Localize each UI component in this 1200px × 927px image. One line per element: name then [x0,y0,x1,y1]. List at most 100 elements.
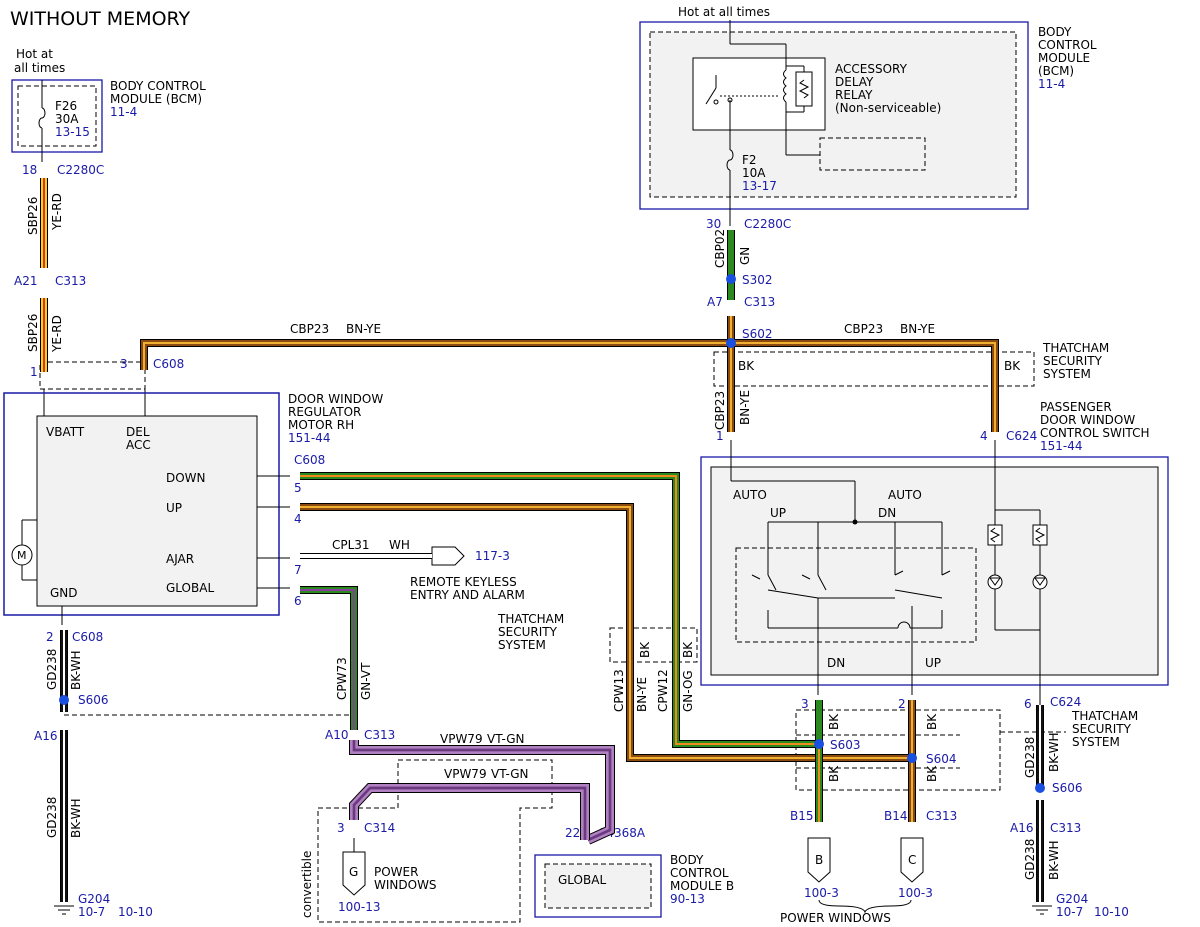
svg-text:3: 3 [801,697,809,711]
wire-cbp23-down-color: BN-YE [738,390,752,425]
svg-text:18: 18 [22,163,37,177]
door-window-regulator-motor: DOOR WINDOW REGULATOR MOTOR RH 151-44 VB… [3,389,383,625]
splice-s604-group: 2 BK S604 BK B14 C313 C 100-3 [884,697,957,900]
svg-text:GN-VT: GN-VT [359,662,373,700]
svg-text:BK-WH: BK-WH [69,650,83,690]
svg-text:BODY CONTROL: BODY CONTROL [110,79,206,93]
svg-text:BK-WH: BK-WH [69,798,83,838]
svg-text:CONTROL: CONTROL [1038,38,1097,52]
splice-s602: S602 [742,327,773,341]
svg-text:2: 2 [898,697,906,711]
wire-cbp02-color: GN [738,247,752,265]
diagram-title: WITHOUT MEMORY [10,8,191,30]
c314-conn: C314 [364,821,395,835]
svg-text:DN: DN [878,506,896,520]
svg-text:SECURITY: SECURITY [498,625,558,639]
svg-text:SBP26: SBP26 [26,314,40,352]
svg-text:MODULE (BCM): MODULE (BCM) [110,92,202,106]
svg-text:GD238: GD238 [1023,839,1037,880]
svg-text:BK: BK [681,641,695,658]
wire-cbp23-right-circuit: CBP23 [844,322,883,336]
wire-down-gn-og-stripe [300,475,819,745]
svg-text:100-3: 100-3 [804,886,839,900]
svg-text:UP: UP [770,506,786,520]
svg-text:GND: GND [50,586,78,600]
svg-text:11-4: 11-4 [110,105,137,119]
svg-text:GLOBAL: GLOBAL [558,873,606,887]
wire-cbp23-right [731,340,998,432]
svg-text:11-4: 11-4 [1038,77,1065,91]
svg-text:THATCHAM: THATCHAM [1042,341,1109,355]
svg-text:RELAY: RELAY [835,88,873,102]
svg-text:SECURITY: SECURITY [1072,722,1132,736]
svg-text:ACC: ACC [126,438,151,452]
c313-left: A21 C313 [14,274,86,288]
indicator-lamp-icon [1032,574,1048,590]
wire-cpw73-stripe [300,589,355,730]
svg-text:C624: C624 [1006,429,1037,443]
svg-text:SYSTEM: SYSTEM [1072,735,1120,749]
c313-mid-pin: A7 [707,295,723,309]
splice-dot-s302 [726,274,736,284]
svg-text:DOOR WINDOW: DOOR WINDOW [1040,413,1135,427]
wire-layer [40,178,1044,902]
wire-cbp23-right-outline [731,339,999,432]
power-windows-label: POWER WINDOWS [780,911,891,925]
splice-dot-s604 [907,753,917,763]
svg-text:Hot at all times: Hot at all times [678,5,770,19]
svg-text:GD238: GD238 [45,649,59,690]
svg-text:C: C [908,853,916,867]
wire-vpw79b-circuit: VPW79 [444,767,487,781]
svg-text:WH: WH [389,538,410,552]
relay-coil-icon [783,69,787,103]
svg-text:POWER: POWER [374,865,418,879]
svg-text:C313: C313 [926,809,957,823]
svg-text:MODULE: MODULE [1038,51,1090,65]
svg-text:B14: B14 [884,809,908,823]
svg-text:BK: BK [738,359,755,373]
svg-text:THATCHAM: THATCHAM [497,612,564,626]
fuse-icon [726,149,734,171]
svg-text:BK: BK [827,713,841,730]
svg-text:C624: C624 [1050,695,1081,709]
connector-b-icon [807,837,831,883]
svg-text:DELAY: DELAY [835,75,874,89]
svg-text:VBATT: VBATT [46,425,85,439]
svg-text:GD238: GD238 [45,797,59,838]
svg-text:BN-YE: BN-YE [635,677,649,712]
connector-c2280c-left: C2280C [57,163,104,177]
wire-gd238-left: 2 C608 GD238 BK-WH S606 A16 GD238 BK-WH … [34,630,355,919]
svg-text:10-7: 10-7 [78,905,105,919]
svg-text:100-3: 100-3 [898,886,933,900]
svg-text:ENTRY AND ALARM: ENTRY AND ALARM [410,588,525,602]
wire-cpl31: CPL31 WH 117-3 REMOTE KEYLESS ENTRY AND … [332,538,525,602]
svg-text:13-15: 13-15 [55,125,90,139]
svg-text:BODY: BODY [1038,25,1072,39]
fuse-f2: F2 [742,153,757,167]
svg-text:117-3: 117-3 [475,549,510,563]
svg-text:GD238: GD238 [1023,737,1037,778]
svg-text:5: 5 [294,481,302,495]
svg-text:151-44: 151-44 [1040,439,1083,453]
connector-g-icon [342,851,366,896]
svg-text:DEL: DEL [126,425,150,439]
svg-text:BK: BK [827,765,841,782]
c313-low-conn: C313 [364,728,395,742]
wire-cbp23-down-circuit: CBP23 [713,391,727,430]
thatcham-mid: THATCHAM SECURITY SYSTEM [497,612,564,652]
svg-text:BK: BK [925,765,939,782]
svg-text:30: 30 [706,217,721,231]
svg-text:B: B [815,853,823,867]
svg-text:S604: S604 [926,752,957,766]
svg-text:YE-RD: YE-RD [50,193,64,231]
wire-gd238-right: 6 C624 GD238 BK-WH THATCHAM SECURITY SYS… [1000,695,1138,919]
c608-top: 3 C608 [120,357,184,371]
wire-cbp23-left-outline [140,339,731,370]
svg-text:7: 7 [294,563,302,577]
wire-vpw79b-color: VT-GN [491,767,528,781]
indicator-lamp-icon [987,574,1003,590]
c314-pin: 3 [337,821,345,835]
svg-text:S606: S606 [1052,781,1083,795]
svg-text:(Non-serviceable): (Non-serviceable) [835,101,941,115]
svg-text:CPL31: CPL31 [332,538,370,552]
